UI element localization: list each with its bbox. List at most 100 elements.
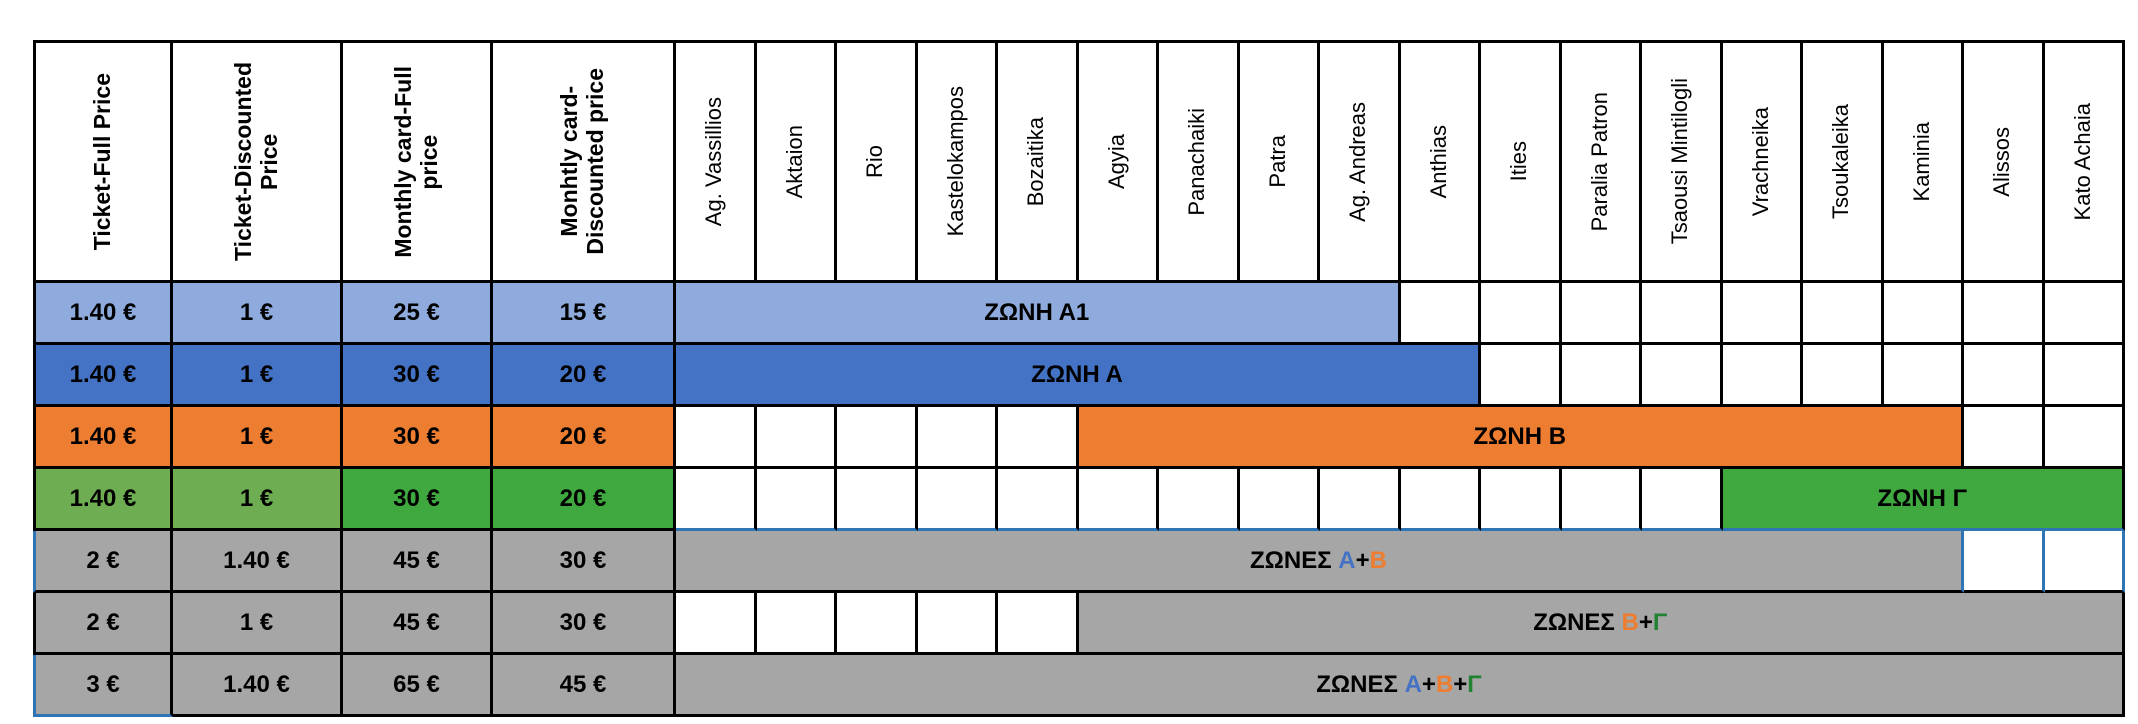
empty-cell: [1883, 345, 1964, 407]
column-header-station: Panachaiki: [1159, 40, 1240, 283]
station-header-label: Agyia: [1103, 133, 1129, 190]
zone-label-segment: Β: [1621, 608, 1639, 636]
price-cell: 2 €: [33, 531, 173, 593]
station-header-label: Patra: [1264, 135, 1290, 188]
empty-cell: [1803, 345, 1884, 407]
price-cell: 30 €: [343, 407, 493, 469]
zone-band: ΖΩΝΗ Α1: [676, 283, 1401, 345]
empty-cell: [2044, 283, 2125, 345]
price-cell: 2 €: [33, 593, 173, 655]
empty-cell: [917, 407, 998, 469]
empty-cell: [756, 469, 837, 531]
zone-label-segment: Γ: [1652, 608, 1668, 636]
zone-label-segment: +: [1421, 670, 1436, 698]
empty-cell: [998, 593, 1079, 655]
empty-cell: [1642, 345, 1723, 407]
empty-cell: [1803, 283, 1884, 345]
empty-cell: [1883, 283, 1964, 345]
empty-cell: [1400, 283, 1481, 345]
price-cell: 25 €: [343, 283, 493, 345]
price-cell: 45 €: [493, 655, 676, 717]
empty-cell: [2044, 345, 2125, 407]
empty-cell: [837, 469, 918, 531]
column-header-price: Ticket-Discounted Price: [173, 40, 343, 283]
empty-cell: [917, 469, 998, 531]
price-header-label: Ticket-Full Price: [89, 72, 116, 251]
price-cell: 1.40 €: [33, 283, 173, 345]
column-header-station: Ities: [1481, 40, 1562, 283]
zone-band: ΖΩΝΕΣ Α+Β+Γ: [676, 655, 2125, 717]
empty-cell: [1320, 469, 1401, 531]
column-header-station: Rio: [837, 40, 918, 283]
price-header-label: Monhtly card- Discounted price: [556, 68, 608, 255]
price-cell: 1.40 €: [173, 531, 343, 593]
column-header-station: Anthias: [1400, 40, 1481, 283]
price-cell: 20 €: [493, 407, 676, 469]
empty-cell: [1642, 283, 1723, 345]
column-header-station: Tsoukaleika: [1803, 40, 1884, 283]
station-header-label: Alissos: [1989, 126, 2015, 197]
column-header-station: Paralia Patron: [1561, 40, 1642, 283]
price-cell: 45 €: [343, 593, 493, 655]
price-header-label: Monthly card-Full price: [389, 65, 442, 258]
station-header-label: Tsaousi Mintilogli: [1667, 78, 1693, 245]
empty-cell: [2044, 531, 2125, 593]
column-header-station: Ag. Andreas: [1320, 40, 1401, 283]
empty-cell: [1400, 469, 1481, 531]
zone-band: ΖΩΝΗ Α: [676, 345, 1481, 407]
station-header-label: Ag. Vassillios: [701, 96, 727, 227]
price-cell: 15 €: [493, 283, 676, 345]
empty-cell: [676, 593, 757, 655]
station-header-label: Bozaitika: [1023, 116, 1049, 207]
station-header-label: Ities: [1506, 141, 1532, 182]
empty-cell: [756, 593, 837, 655]
column-header-station: Vrachneika: [1722, 40, 1803, 283]
price-cell: 1.40 €: [173, 655, 343, 717]
zone-label-segment: Α: [1338, 546, 1356, 574]
empty-cell: [998, 407, 1079, 469]
zone-label-segment: ΖΩΝΗ Β: [1473, 422, 1567, 450]
column-header-station: Tsaousi Mintilogli: [1642, 40, 1723, 283]
empty-cell: [837, 407, 918, 469]
zone-label-segment: ΖΩΝΕΣ: [1249, 546, 1339, 574]
zone-band: ΖΩΝΗ Γ: [1722, 469, 2125, 531]
price-header-label: Ticket-Discounted Price: [229, 62, 282, 261]
price-cell: 65 €: [343, 655, 493, 717]
empty-cell: [1964, 407, 2045, 469]
empty-cell: [676, 407, 757, 469]
column-header-station: Patra: [1239, 40, 1320, 283]
empty-cell: [1481, 469, 1562, 531]
price-cell: 20 €: [493, 469, 676, 531]
empty-cell: [837, 593, 918, 655]
price-cell: 1 €: [173, 469, 343, 531]
zone-label-segment: ΖΩΝΕΣ: [1316, 670, 1405, 698]
price-cell: 1.40 €: [33, 469, 173, 531]
price-cell: 1 €: [173, 283, 343, 345]
column-header-station: Kato Achaia: [2044, 40, 2125, 283]
station-header-label: Kato Achaia: [2069, 102, 2095, 221]
empty-cell: [1642, 469, 1723, 531]
station-header-label: Kastelokampos: [942, 86, 968, 237]
station-header-label: Anthias: [1425, 124, 1451, 199]
empty-cell: [1078, 469, 1159, 531]
column-header-station: Agyia: [1078, 40, 1159, 283]
column-header-station: Kaminia: [1883, 40, 1964, 283]
zone-label-segment: +: [1355, 546, 1370, 574]
column-header-station: Aktaion: [756, 40, 837, 283]
zone-band: ΖΩΝΕΣ Β+Γ: [1078, 593, 2125, 655]
empty-cell: [1561, 283, 1642, 345]
fare-table-wrapper: Ticket-Full Price Ticket-Discounted Price…: [33, 40, 2125, 717]
empty-cell: [1561, 469, 1642, 531]
column-header-station: Ag. Vassillios: [676, 40, 757, 283]
empty-cell: [2044, 407, 2125, 469]
zone-band: ΖΩΝΗ Β: [1078, 407, 1964, 469]
empty-cell: [1239, 469, 1320, 531]
station-header-label: Aktaion: [781, 124, 807, 199]
column-header-station: Bozaitika: [998, 40, 1079, 283]
zone-label-segment: +: [1453, 670, 1468, 698]
column-header-price: Monhtly card- Discounted price: [493, 40, 676, 283]
station-header-label: Panachaiki: [1184, 107, 1210, 216]
empty-cell: [917, 593, 998, 655]
empty-cell: [1481, 283, 1562, 345]
zone-label-segment: ΖΩΝΕΣ: [1533, 608, 1622, 636]
